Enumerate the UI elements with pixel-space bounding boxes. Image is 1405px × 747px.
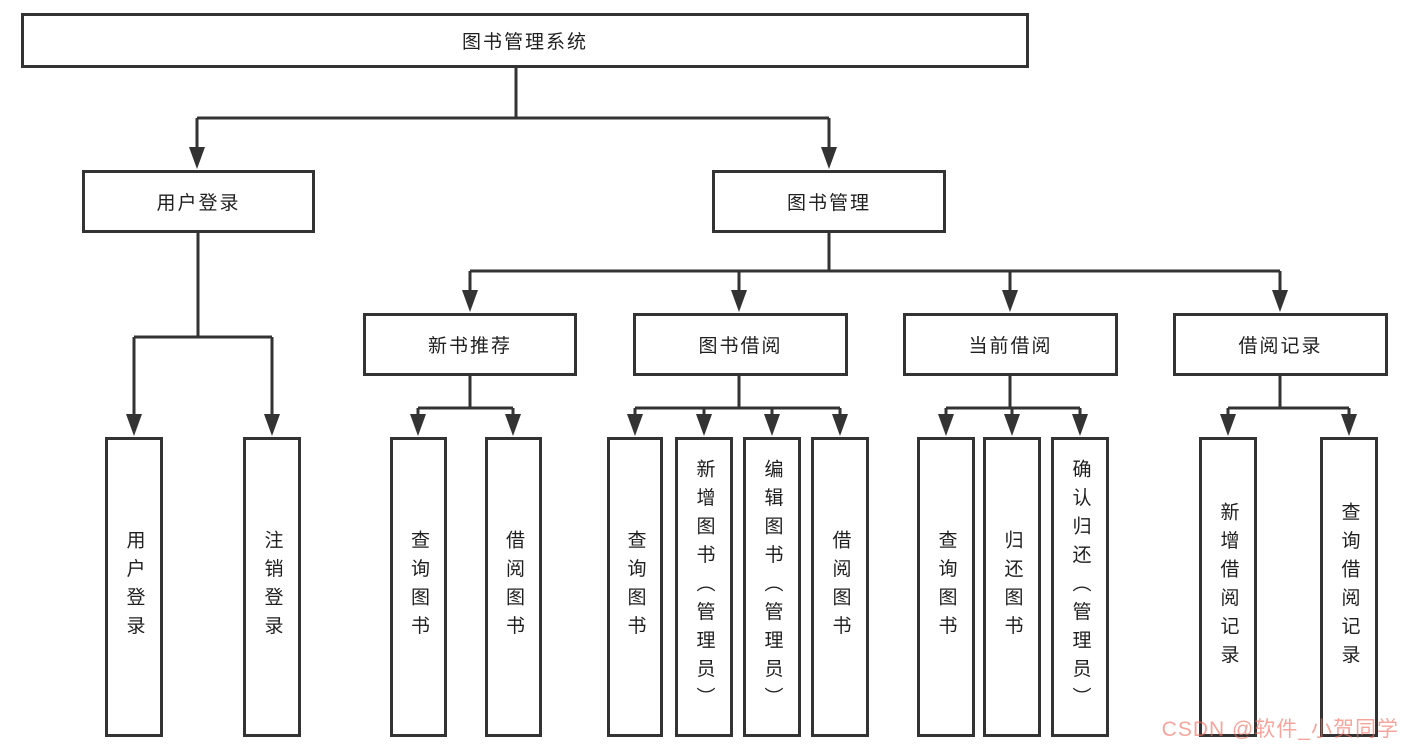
- leaf-add-book-admin: 新增图书（管理员）: [675, 437, 733, 737]
- node-book-borrow: 图书借阅: [633, 313, 848, 376]
- arrowheads: [126, 147, 1357, 436]
- leaf-return-book: 归还图书: [983, 437, 1041, 737]
- leaf-label: 查询借阅记录: [1338, 501, 1360, 673]
- leaf-borrow-books-1: 借阅图书: [485, 437, 542, 737]
- leaf-logout: 注销登录: [243, 437, 301, 737]
- node-book-management: 图书管理: [712, 170, 946, 233]
- leaf-edit-book-admin: 编辑图书（管理员）: [743, 437, 801, 737]
- leaf-query-borrow-record: 查询借阅记录: [1320, 437, 1378, 737]
- node-borrow-records: 借阅记录: [1173, 313, 1388, 376]
- leaf-query-books-3: 查询图书: [917, 437, 975, 737]
- leaf-label: 编辑图书（管理员）: [761, 458, 783, 716]
- leaf-label: 查询图书: [624, 530, 646, 644]
- leaf-user-login: 用户登录: [105, 437, 163, 737]
- leaf-label: 注销登录: [261, 530, 283, 644]
- leaf-label: 确认归还（管理员）: [1069, 458, 1091, 716]
- leaf-query-books-1: 查询图书: [390, 437, 447, 737]
- leaf-label: 借阅图书: [503, 530, 524, 644]
- leaf-add-borrow-record: 新增借阅记录: [1199, 437, 1257, 737]
- leaf-label: 用户登录: [123, 530, 145, 644]
- leaf-borrow-books-2: 借阅图书: [811, 437, 869, 737]
- node-current-borrow: 当前借阅: [903, 313, 1118, 376]
- leaf-query-books-2: 查询图书: [607, 437, 663, 737]
- leaf-label: 查询图书: [408, 530, 429, 644]
- node-user-login: 用户登录: [82, 170, 315, 233]
- leaf-label: 查询图书: [935, 530, 957, 644]
- node-new-book-recommend: 新书推荐: [363, 313, 577, 376]
- node-root-system: 图书管理系统: [21, 13, 1029, 68]
- leaf-label: 借阅图书: [829, 530, 851, 644]
- leaf-label: 归还图书: [1001, 530, 1023, 644]
- leaf-confirm-return-admin: 确认归还（管理员）: [1051, 437, 1109, 737]
- leaf-label: 新增图书（管理员）: [693, 458, 715, 716]
- leaf-label: 新增借阅记录: [1217, 501, 1239, 673]
